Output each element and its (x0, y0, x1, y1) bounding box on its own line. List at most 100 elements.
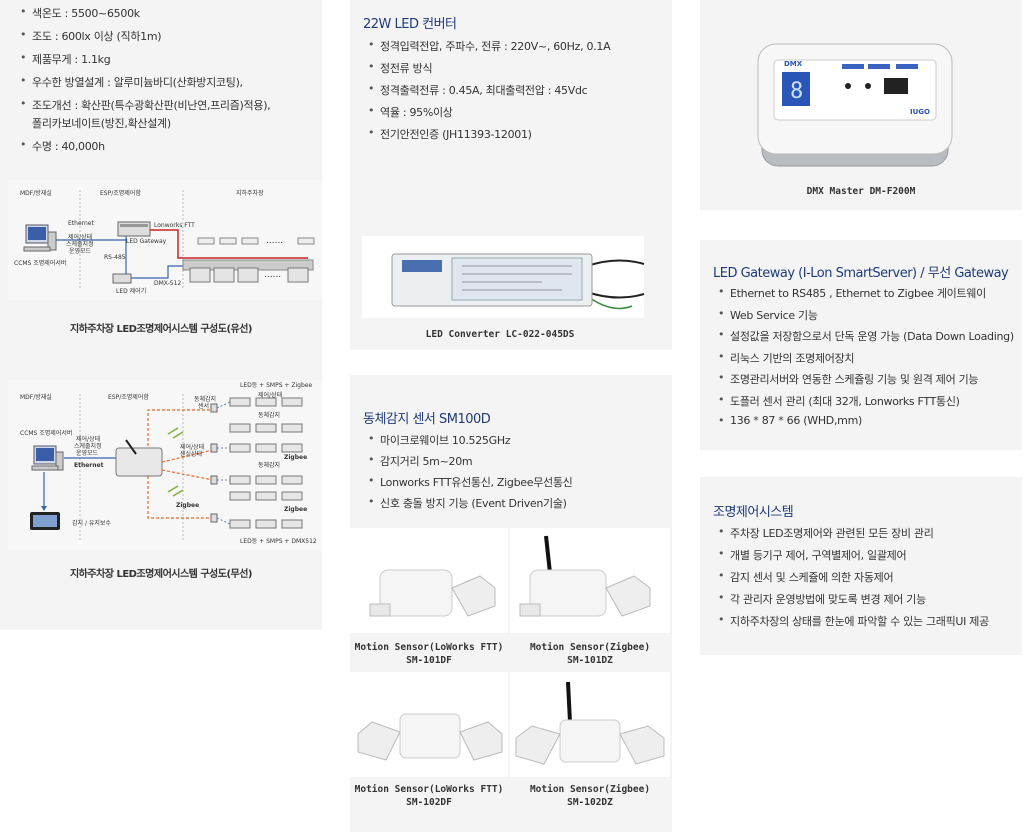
sensor-caption-101dz: Motion Sensor(Zigbee) SM-101DZ (510, 641, 670, 667)
label-control-2: 스케줄지정 (74, 443, 102, 450)
label-zigbee-right-2: Zigbee (284, 506, 308, 513)
label-zigbee-right: Zigbee (284, 454, 308, 461)
luminaire-spec-list-2: 수명 : 40,000h (18, 138, 105, 154)
converter-spec-list: 정격입력전압, 주파수, 전류 : 220V~, 60Hz, 0.1A 정전류 … (366, 38, 611, 148)
spec-item: 설정값을 저장함으로서 단독 운영 가능 (Data Down Loading) (716, 328, 1014, 350)
label-control-3: 운영모드 (76, 450, 99, 457)
label-control-3: 운영모드 (69, 248, 92, 255)
spec-item: 수명 : 40,000h (18, 138, 105, 154)
sensor-caption-line1: Motion Sensor(Zigbee) (529, 642, 651, 653)
wireless-diagram-lines (30, 394, 303, 540)
label-control-2: 스케줄지정 (66, 241, 94, 248)
label-rs485: RS-485 (104, 254, 126, 261)
sensor-caption-102dz: Motion Sensor(Zigbee) SM-102DZ (510, 783, 670, 809)
sensor-caption-line1: Motion Sensor(LoWorks FTT) (354, 784, 504, 795)
header-mdf: MDF/방재실 (20, 190, 52, 197)
spec-item: 도플러 센서 관리 (최대 32개, Lonworks FTT통신) (716, 393, 1014, 415)
label-control-1: 제어/상태 (76, 436, 101, 443)
spec-item: 마이크로웨이브 10.525GHz (366, 432, 573, 453)
sensor-caption-102df: Motion Sensor(LoWorks FTT) SM-102DF (350, 783, 508, 809)
wired-diagram-caption: 지하주차장 LED조명제어시스템 구성도(유선) (69, 324, 253, 335)
spec-item: 색온도 : 5500~6500k (18, 5, 318, 28)
label-ccms: CCMS 조명제어서버 (20, 430, 73, 437)
spec-item: 신호 충돌 방지 기능 (Event Driven기술) (366, 495, 573, 516)
label-ctrl-status-1: 제어/상태 (180, 444, 205, 451)
spec-item: 지하주차장의 상태를 한눈에 파악할 수 있는 그래픽UI 제공 (716, 613, 989, 635)
lighting-spec-list: 주차장 LED조명제어와 관련된 모든 장비 관리 개별 등기구 제어, 구역별… (716, 525, 989, 635)
spec-item: 감지 센서 및 스케쥴에 의한 자동제어 (716, 569, 989, 591)
label-gateway: LED Gateway (126, 238, 167, 245)
sensor-image-102dz (510, 672, 670, 777)
header-esp: ESP/조명제어함 (100, 190, 141, 197)
luminaire-spec-list: 색온도 : 5500~6500k 조도 : 600lx 이상 (직하1m) 제품… (18, 5, 318, 116)
svg-text:8: 8 (790, 79, 803, 104)
wired-diagram-lines (23, 190, 315, 290)
label-dots-bottom: ...... (264, 270, 282, 280)
spec-item: 우수한 방열설계 : 알루미늄바디(산화방지코팅), (18, 74, 318, 97)
dmx-image: 8 DMX IUGO (740, 20, 970, 180)
header-mdf: MDF/방재실 (20, 394, 52, 401)
sensor-title: 동체감지 센서 SM100D (363, 412, 491, 427)
sensor-caption-line2: SM-102DF (406, 797, 452, 808)
sensor-caption-line2: SM-101DF (406, 655, 452, 666)
wireless-diagram: MDF/방재실 ESP/조명제어함 (8, 380, 322, 550)
gateway-spec-list: Ethernet to RS485 , Ethernet to Zigbee 게… (716, 285, 1014, 436)
sensor-image-102df (350, 672, 508, 777)
spec-item: 조도 : 600lx 이상 (직하1m) (18, 28, 318, 51)
label-sensor-1: 동체감지 (194, 396, 217, 403)
sensor-caption-101df: Motion Sensor(LoWorks FTT) SM-101DF (350, 641, 508, 667)
sensor-spec-list: 마이크로웨이브 10.525GHz 감지거리 5m~20m Lonworks F… (366, 432, 573, 516)
dmx-caption: DMX Master DM-F200M (806, 186, 916, 197)
spec-item: 정격출력전류 : 0.45A, 최대출력전압 : 45Vdc (366, 82, 610, 104)
spec-item: 조도개선 : 확산판(특수광확산판(비난연,프리즘)적용), (18, 97, 318, 116)
label-ctrl-state: 제어/상태 (258, 392, 283, 399)
spec-item: 정전류 방식 (366, 60, 610, 82)
label-dots-top: ...... (266, 236, 284, 246)
label-dmx: DMX-512 (154, 280, 182, 287)
label-led-bottom: LED등 + SMPS + DMX512 (240, 538, 317, 545)
lighting-title: 조명제어시스템 (713, 505, 794, 520)
spec-item: 제품무게 : 1.1kg (18, 51, 318, 74)
label-ethernet: Ethernet (68, 220, 94, 227)
converter-image (362, 236, 645, 318)
label-zigbee: Zigbee (176, 502, 200, 509)
spec-item: 전기안전인증 (JH11393-12001) (366, 126, 610, 148)
spec-continuation: 폴리카보네이트(방진,확산설계) (32, 117, 171, 130)
spec-item: 리눅스 기반의 조명제어장치 (716, 350, 1014, 372)
gateway-title: LED Gateway (I-Lon SmartServer) / 무선 Gat… (713, 266, 1009, 281)
sensor-caption-line1: Motion Sensor(Zigbee) (529, 784, 651, 795)
sensor-caption-line2: SM-102DZ (567, 797, 613, 808)
label-detect: 동체감지 (258, 412, 281, 419)
sensor-caption-line2: SM-101DZ (567, 655, 613, 666)
wired-diagram: MDF/방재실 ESP/조명제어함 지하주차장 Ethernet 제어/상태 스 (8, 180, 322, 300)
label-led-ctrl: LED 제어기 (116, 288, 147, 295)
spec-item: 136 * 87 * 66 (WHD,mm) (716, 414, 1014, 436)
spec-item: 각 관리자 운영방법에 맞도록 변경 제어 기능 (716, 591, 989, 613)
sensor-image-101df (350, 528, 508, 633)
header-parking: 지하주차장 (236, 190, 264, 197)
label-sensor-2: 센서 (198, 403, 210, 410)
dmx-logo: IUGO (910, 108, 930, 116)
spec-item: 주차장 LED조명제어와 관련된 모든 장비 관리 (716, 525, 989, 547)
converter-title: 22W LED 컨버터 (363, 17, 457, 32)
spec-item: 감지거리 5m~20m (366, 453, 573, 474)
sensor-caption-line1: Motion Sensor(LoWorks FTT) (354, 642, 504, 653)
spec-item: Ethernet to RS485 , Ethernet to Zigbee 게… (716, 285, 1014, 307)
spec-item: 조명관리서버와 연동한 스케쥴링 기능 및 원격 제어 기능 (716, 371, 1014, 393)
label-monitor: 감지 / 유지보수 (72, 520, 111, 527)
label-led-top: LED등 + SMPS + Zigbee (240, 382, 313, 389)
label-lonworks: Lonworks FTT (154, 222, 195, 229)
spec-item: Web Service 기능 (716, 307, 1014, 329)
label-ctrl-status-2: 센싱상태 (180, 451, 203, 458)
converter-caption: LED Converter LC-022-045DS (425, 329, 575, 340)
label-detect-2: 동체감지 (258, 462, 281, 469)
label-control-1: 제어/상태 (68, 234, 93, 241)
header-esp: ESP/조명제어함 (108, 394, 149, 401)
spec-item: 개별 등기구 제어, 구역별제어, 일괄제어 (716, 547, 989, 569)
spec-item: 정격입력전압, 주파수, 전류 : 220V~, 60Hz, 0.1A (366, 38, 611, 60)
spec-item: 역율 : 95%이상 (366, 104, 610, 126)
spec-item: Lonworks FTT유선통신, Zigbee무선통신 (366, 474, 573, 495)
wireless-diagram-caption: 지하주차장 LED조명제어시스템 구성도(무선) (69, 569, 253, 580)
label-ccms: CCMS 조명제어서버 (14, 260, 67, 267)
label-ethernet: Ethernet (74, 462, 104, 469)
